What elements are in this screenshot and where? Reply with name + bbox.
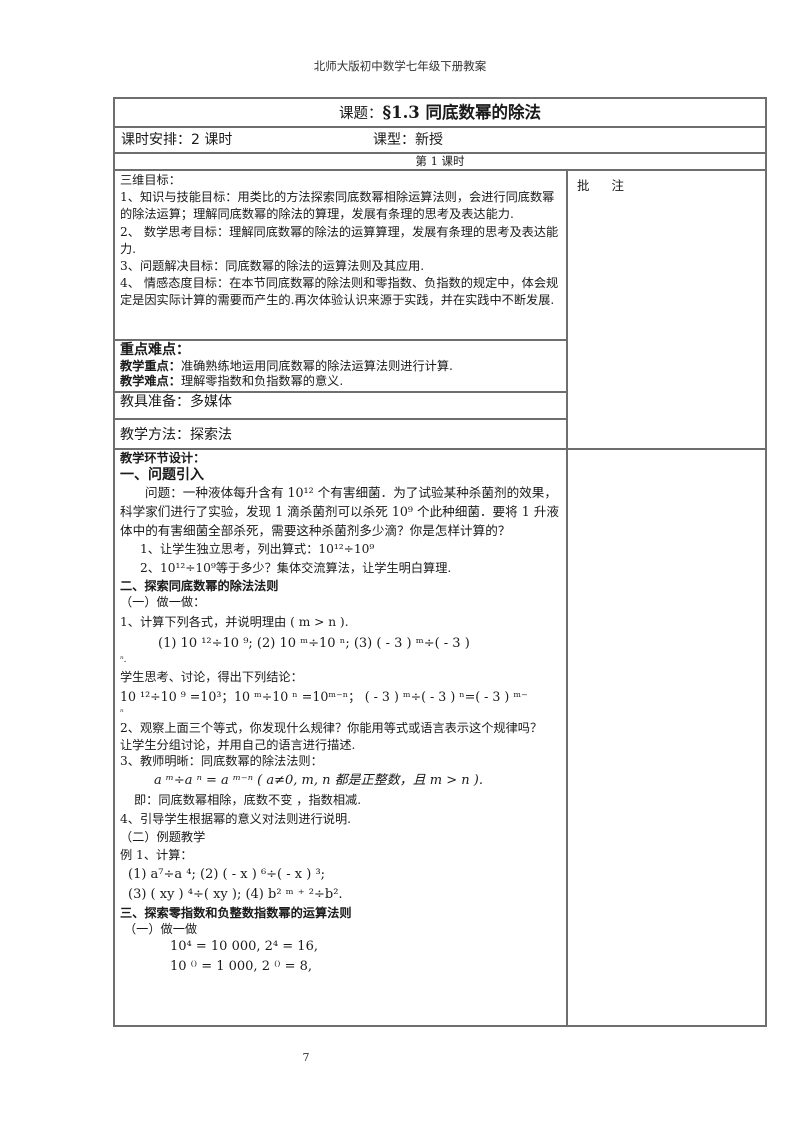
lesson-schedule: 课时安排：2 课时 bbox=[121, 132, 233, 148]
part2-results: 10 ¹²÷10 ⁹ =10³；10 ᵐ÷10 ⁿ =10ᵐ⁻ⁿ； ( - 3 … bbox=[120, 688, 528, 704]
design-section: 教学环节设计： 一、问题引入 问题：一种液体每升含有 10¹² 个有害细菌．为了… bbox=[120, 450, 560, 977]
part2-sub2: （二）例题教学 bbox=[120, 829, 206, 844]
part2-results-tail: ⁿ bbox=[120, 707, 124, 718]
example-label: 例 1、计算： bbox=[120, 847, 193, 862]
example-row-1: (1) a⁷÷a ⁴; (2) ( - x ) ⁶÷( - x ) ³; bbox=[128, 866, 326, 882]
schedule-row: 课时安排：2 课时 课型：新授 bbox=[115, 128, 765, 154]
part3-sub1: （一）做一做 bbox=[124, 921, 198, 936]
notes-label-2: 注 bbox=[611, 178, 625, 193]
part2-heading: 二、探索同底数幂的除法法则 bbox=[120, 578, 279, 593]
part2-sub1: （一）做一做： bbox=[120, 594, 206, 609]
design-heading: 教学环节设计： bbox=[120, 451, 206, 465]
objective-item: 3、问题解决目标：同底数幂的除法的运算法则及其应用. bbox=[120, 259, 425, 274]
divider bbox=[115, 448, 765, 450]
objectives-section: 三维目标： 1、知识与技能目标：用类比的方法探索同底数幂相除运算法则，会进行同底… bbox=[120, 172, 560, 310]
part2-discuss: 学生思考、讨论，得出下列结论： bbox=[120, 669, 303, 684]
notes-header: 批注 bbox=[577, 175, 646, 194]
tools-row: 教具准备：多媒体 bbox=[120, 394, 232, 410]
lesson-title-row: 课题：§1.3 同底数幂的除法 bbox=[115, 99, 765, 128]
part3-row-1: 10⁴ = 10 000, 2⁴ = 16, bbox=[170, 938, 318, 954]
title-label: 课题： bbox=[338, 106, 383, 122]
running-header: 北师大版初中数学七年级下册教案 bbox=[313, 59, 487, 73]
division-rule-words: 即：同底数幂相除，底数不变 ，指数相减. bbox=[134, 793, 362, 808]
problem-text: 问题：一种液体每升含有 10¹² 个有害细菌．为了试验某种杀菌剂的效果，科学家们… bbox=[120, 484, 559, 538]
division-rule: a ᵐ÷a ⁿ = a ᵐ⁻ⁿ ( a≠0, m, n 都是正整数，且 m > … bbox=[154, 773, 483, 789]
divider bbox=[115, 418, 568, 420]
divider bbox=[115, 391, 568, 393]
difficulty-label: 教学难点： bbox=[120, 374, 181, 388]
part3-row-2: 10 ⁽⁾ = 1 000, 2 ⁽⁾ = 8, bbox=[170, 958, 313, 974]
divider bbox=[115, 339, 568, 341]
part1-step1: 1、让学生独立思考，列出算式：10¹²÷10⁹ bbox=[140, 541, 375, 556]
objective-item: 4、 情感态度目标：在本节同底数幂的除法则和零指数、负指数的规定中，体会规定是因… bbox=[120, 276, 559, 308]
objectives-heading: 三维目标： bbox=[120, 173, 181, 187]
part2-q4: 4、引导学生根据幂的意义对法则进行说明. bbox=[120, 811, 352, 826]
key-points-heading: 重点难点： bbox=[120, 342, 190, 358]
focus-text: 准确熟练地运用同底数幂的除法运算法则进行计算. bbox=[180, 359, 453, 373]
objective-item: 2、 数学思考目标：理解同底数幂的除法的运算算理，发展有条理的思考及表达能力. bbox=[120, 224, 559, 256]
page-number: 7 bbox=[302, 1051, 310, 1064]
key-points-section: 重点难点： 教学重点：准确熟练地运用同底数幂的除法运算法则进行计算. 教学难点：… bbox=[120, 342, 560, 389]
part2-q1-tail: ⁿ. bbox=[120, 654, 127, 665]
part3-heading: 三、探索零指数和负整数指数幂的运算法则 bbox=[120, 905, 352, 920]
method-row: 教学方法：探索法 bbox=[120, 427, 232, 443]
part2-q1: 1、计算下列各式，并说明理由 ( m > n ). bbox=[120, 614, 349, 629]
notes-label-1: 批 bbox=[577, 178, 590, 193]
part2-q2-action: 让学生分组讨论，并用自己的语言进行描述. bbox=[120, 737, 356, 752]
difficulty-text: 理解零指数和负指数幂的意义. bbox=[180, 374, 344, 388]
part2-q1-items: (1) 10 ¹²÷10 ⁹; (2) 10 ᵐ÷10 ⁿ; (3) ( - 3… bbox=[158, 635, 470, 651]
period-row: 第 1 课时 bbox=[115, 154, 765, 171]
focus-label: 教学重点： bbox=[120, 359, 181, 373]
part2-q3: 3、教师明晰：同底数幂的除法法则： bbox=[120, 754, 323, 769]
example-row-2: (3) ( xy ) ⁴÷( xy ); (4) b² ᵐ ⁺ ²÷b². bbox=[128, 886, 343, 902]
lesson-type: 课型：新授 bbox=[373, 132, 443, 148]
part2-q2: 2、观察上面三个等式，你发现什么规律？你能用等式或语言表示这个规律吗？ bbox=[120, 720, 543, 735]
objective-item: 1、知识与技能目标：用类比的方法探索同底数幂相除运算法则，会进行同底数幂的除法运… bbox=[120, 190, 555, 222]
part1-step2: 2、10¹²÷10⁹等于多少？集体交流算法，让学生明白算理. bbox=[140, 560, 452, 575]
column-divider bbox=[566, 171, 568, 1027]
lesson-plan-table: 课题：§1.3 同底数幂的除法 课时安排：2 课时 课型：新授 第 1 课时 批… bbox=[113, 97, 767, 1027]
part1-heading: 一、问题引入 bbox=[120, 466, 204, 483]
lesson-title: §1.3 同底数幂的除法 bbox=[382, 103, 542, 122]
